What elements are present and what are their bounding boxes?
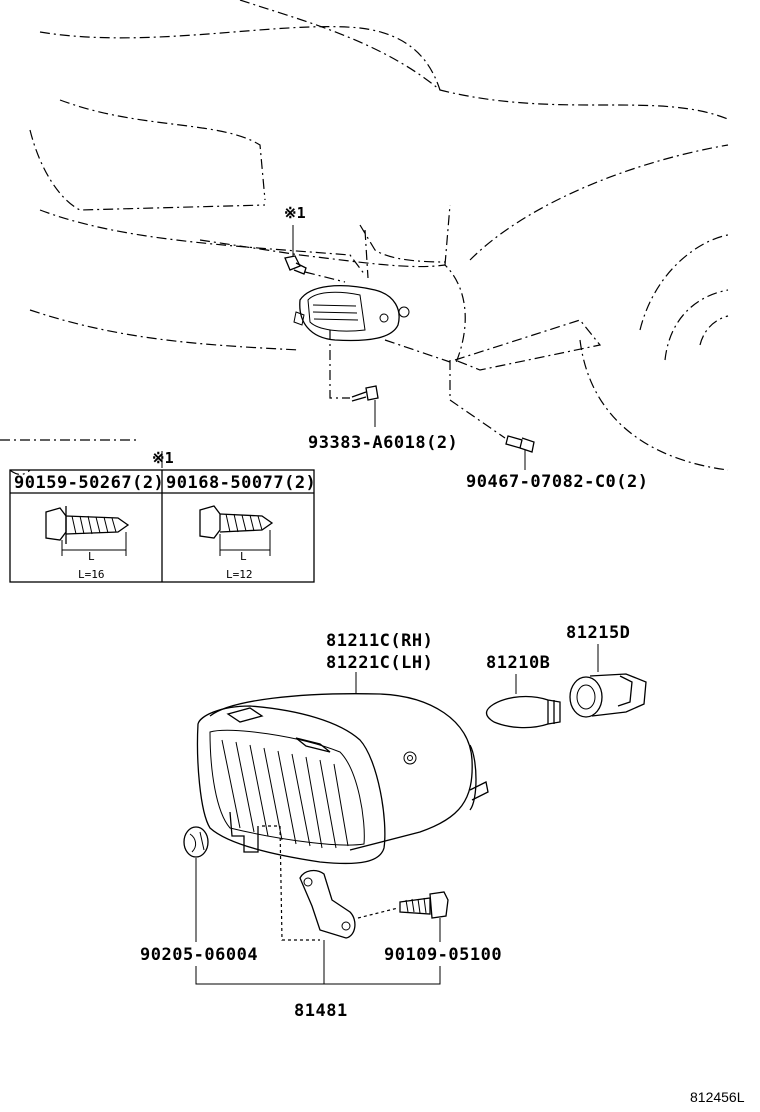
part-number-90205[interactable]: 90205-06004	[140, 945, 258, 965]
part-number-93383[interactable]: 93383-A6018(2)	[308, 433, 458, 453]
vehicle-body-outline	[0, 0, 731, 475]
diagram-code: 812456L	[690, 1089, 745, 1105]
fog-lamp-assembly-icon	[196, 693, 489, 941]
part-number-90159[interactable]: 90159-50267(2)	[14, 473, 164, 493]
screw-table: ※1 90159-50267(2) 90168-50077(2) L L=16 …	[9, 449, 316, 583]
bolt-93383-icon	[351, 385, 379, 402]
grommet-90205-icon	[183, 826, 209, 858]
fog-lamp-installed	[293, 285, 410, 342]
screw-90168-icon	[199, 505, 274, 539]
bracket-81481-icon	[299, 869, 356, 939]
length-left: L=16	[78, 568, 105, 581]
socket-81215-icon	[569, 673, 647, 718]
part-number-90168[interactable]: 90168-50077(2)	[166, 473, 316, 493]
bulb-81210-icon	[485, 695, 561, 729]
ref-mark-top: ※1	[284, 204, 306, 222]
part-number-90109[interactable]: 90109-05100	[384, 945, 502, 965]
dimension-label-right: L	[240, 550, 247, 563]
part-number-81481[interactable]: 81481	[294, 1001, 348, 1021]
dimension-label-left: L	[88, 550, 95, 563]
screw-90159-icon	[45, 506, 130, 544]
bolt-90109-icon	[399, 891, 449, 919]
clip-90467-icon	[505, 435, 535, 453]
length-right: L=12	[226, 568, 253, 581]
part-number-81210[interactable]: 81210B	[486, 653, 550, 673]
part-number-81211[interactable]: 81211C(RH)	[326, 631, 433, 651]
bolt-top-icon	[284, 255, 307, 275]
part-number-81221[interactable]: 81221C(LH)	[326, 653, 433, 673]
ref-mark-table: ※1	[152, 449, 174, 467]
part-number-90467[interactable]: 90467-07082-C0(2)	[466, 472, 649, 492]
part-number-81215[interactable]: 81215D	[566, 623, 630, 643]
